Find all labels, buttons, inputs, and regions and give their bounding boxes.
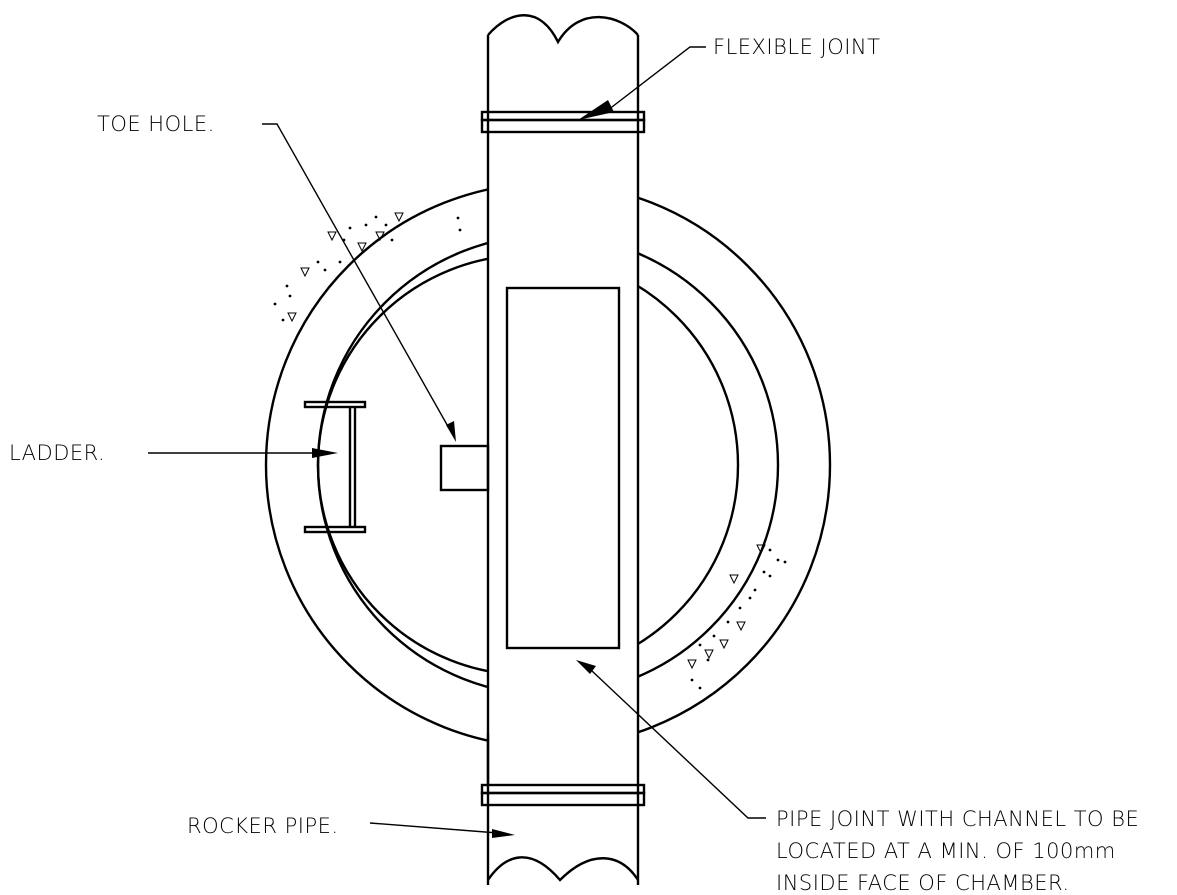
pipe-joint-label-line3: INSIDE FACE OF CHAMBER. (776, 871, 1070, 895)
toe-hole-leader (262, 123, 456, 442)
rocker-pipe-label: ROCKER PIPE. (187, 814, 339, 838)
concrete-hatch-top-left (273, 212, 462, 323)
pipe-top-break (487, 14, 639, 45)
toe-hole (439, 444, 490, 492)
toe-hole-label: TOE HOLE. (97, 112, 215, 136)
flexible-joint-leader (578, 46, 706, 120)
flexible-joint-label: FLEXIBLE JOINT (713, 35, 880, 59)
channel-rectangle (505, 286, 621, 650)
pipe-mask (488, 12, 638, 885)
pipe-bottom-break (487, 856, 640, 882)
pipe-joint-label-line1: PIPE JOINT WITH CHANNEL TO BE (776, 807, 1139, 831)
concrete-hatch-bottom-right (687, 544, 787, 690)
ladder-label: LADDER. (9, 441, 105, 465)
top-collar-lower (480, 118, 646, 134)
pipe-joint-label-line2: LOCATED AT A MIN. OF 100mm (776, 839, 1116, 863)
ladder-symbol (303, 400, 367, 534)
ladder-leader (148, 448, 338, 458)
pipe-joint-leader (576, 660, 766, 819)
bottom-collar-lower (480, 791, 646, 807)
rocker-pipe-leader (369, 822, 515, 838)
